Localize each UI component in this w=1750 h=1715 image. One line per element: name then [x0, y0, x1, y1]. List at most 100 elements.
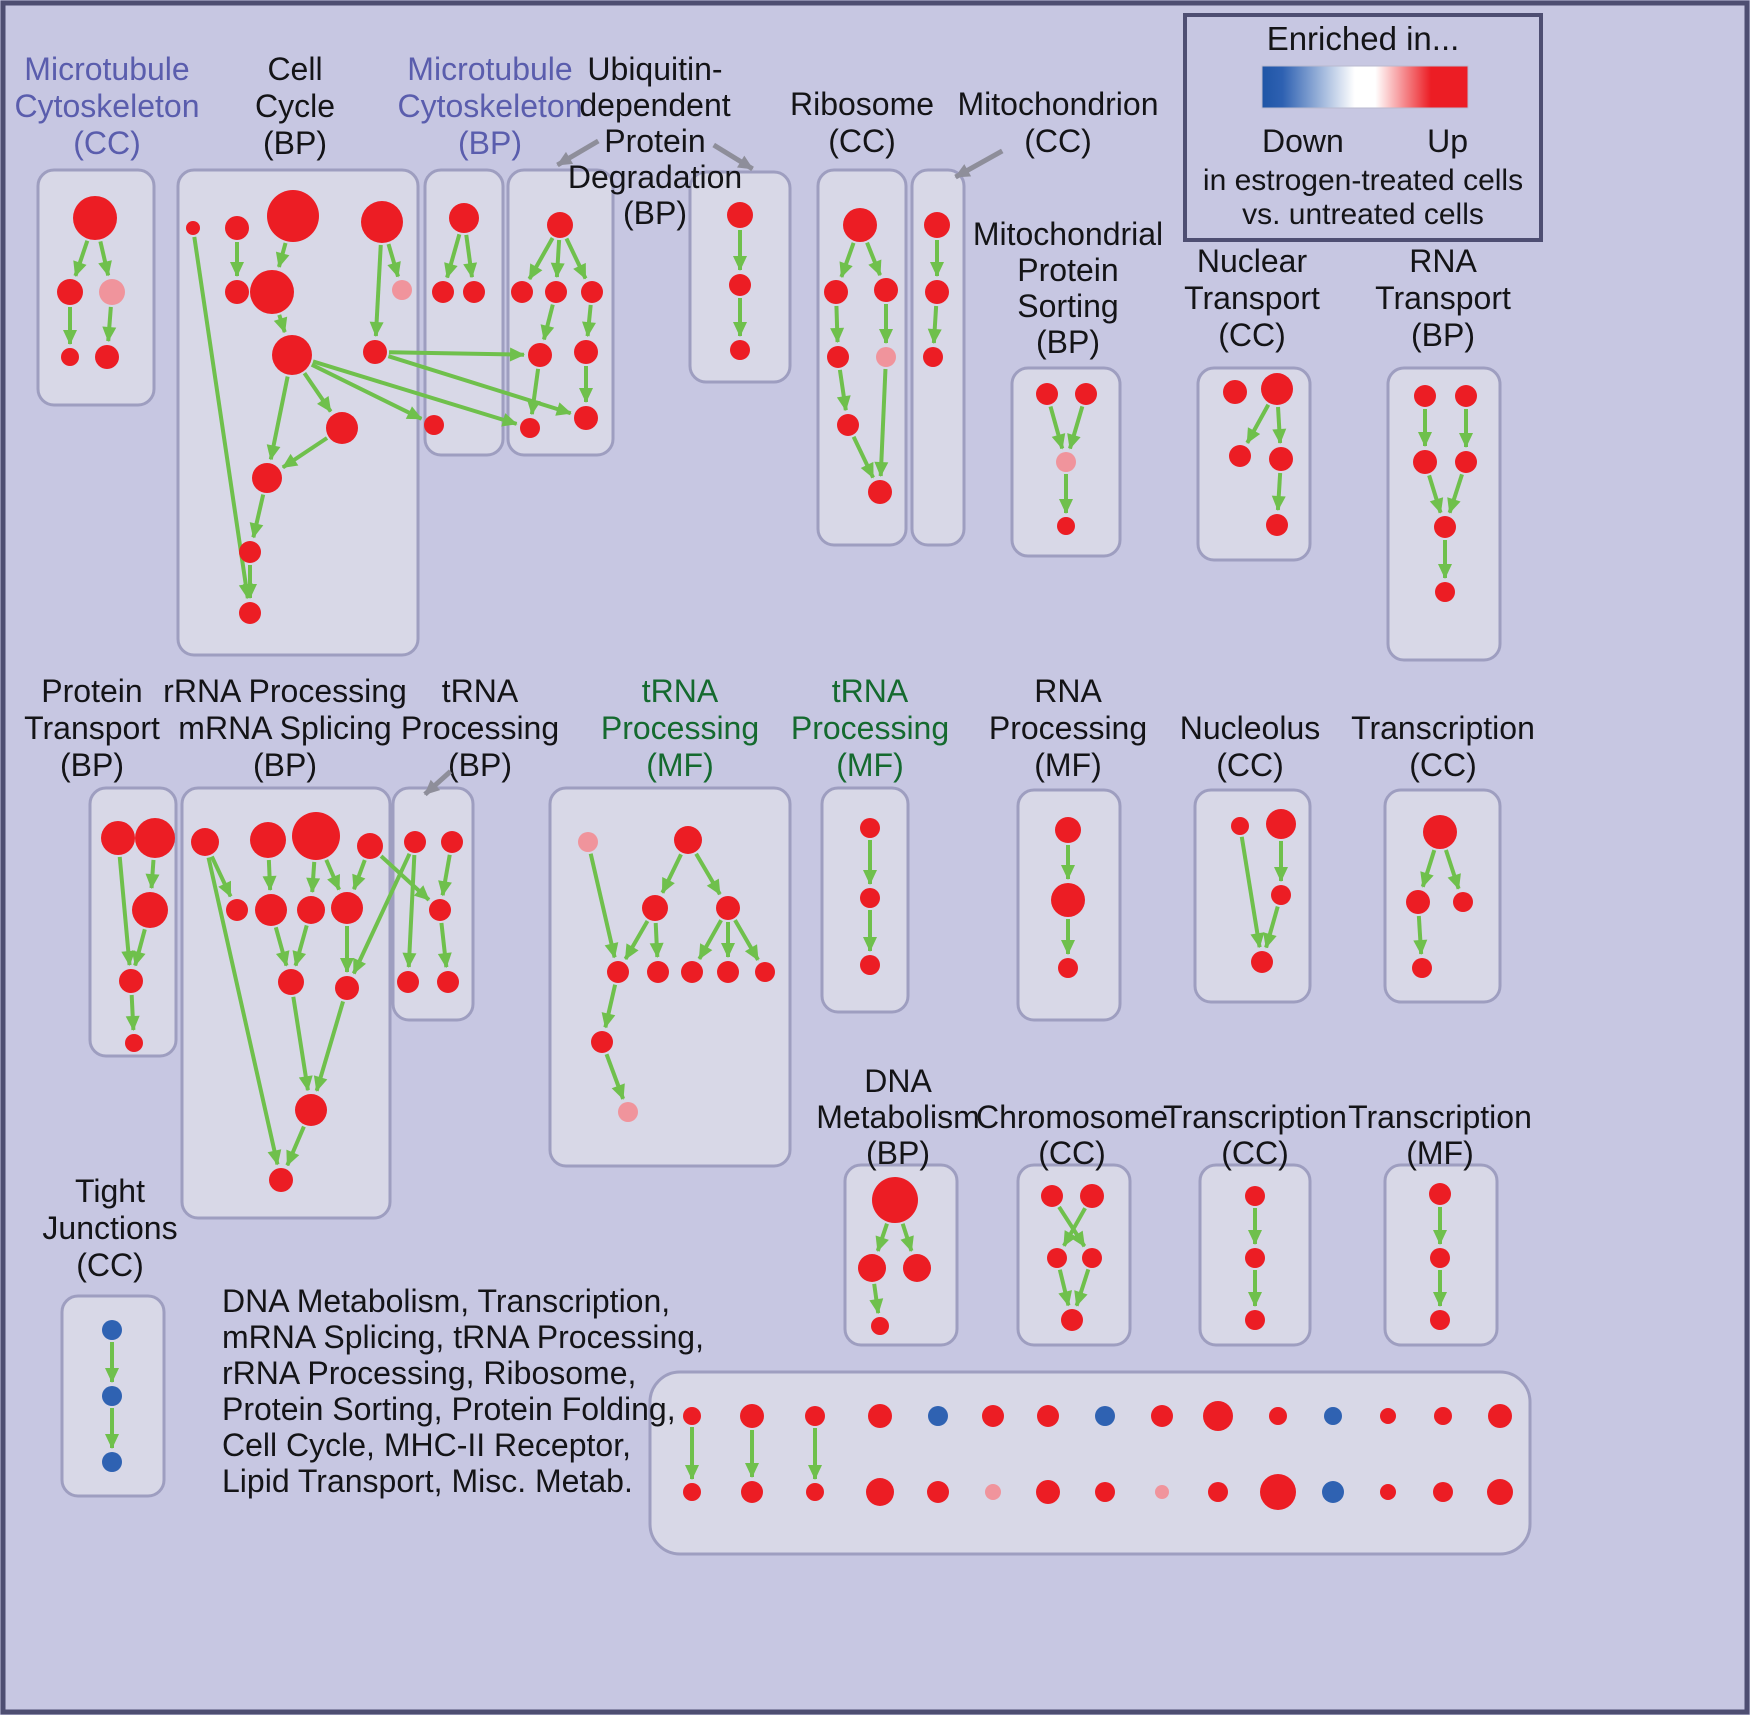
edge-arrow	[423, 769, 453, 797]
edge-arrow	[830, 305, 845, 344]
trna-processing-mf-1-node-2	[642, 895, 668, 921]
edge-arrow	[839, 242, 856, 278]
mitochondrial-protein-sorting-bp-node-1	[1075, 383, 1097, 405]
protein-transport-bp-node-3	[119, 969, 143, 993]
transcription-cc-upper-label-line-0: Transcription	[1351, 710, 1535, 746]
ubiquitin-dependent-protein-degradation-bp-node-6	[520, 418, 540, 438]
mitochondrion-cc-label-line-1: (CC)	[1024, 123, 1092, 159]
microtubule-cytoskeleton-cc-box	[36, 168, 156, 407]
trna-processing-bp-node-2	[429, 899, 451, 921]
edge-arrow	[117, 856, 136, 967]
mixed-functions-node-11	[1324, 1407, 1342, 1425]
edge-arrow	[954, 148, 1004, 180]
nuclear-transport-cc-node-2	[1229, 445, 1251, 467]
transcription-cc-lower-node-2	[1245, 1310, 1265, 1330]
trna-processing-mf-1-node-10	[618, 1102, 638, 1122]
edge-arrow	[249, 494, 266, 539]
mixed-functions-node-26	[1322, 1481, 1344, 1503]
edge-arrow	[1271, 472, 1286, 512]
edge-arrow	[649, 922, 664, 959]
nuclear-transport-cc-label-line-1: Transport	[1184, 280, 1320, 316]
ubiquitin-dependent-protein-degradation-bp-node-3	[581, 281, 603, 303]
nuclear-transport-cc-label-line-0: Nuclear	[1197, 243, 1308, 279]
mitochondrial-protein-sorting-bp-label-line-3: (BP)	[1036, 324, 1100, 360]
cell-cycle-bp-node-12	[239, 602, 261, 624]
mixed-functions-node-12	[1380, 1408, 1396, 1424]
ubiquitin-dependent-protein-degradation-bp-node-2	[545, 281, 567, 303]
edge-arrow	[438, 854, 452, 897]
edge-arrow	[262, 859, 277, 892]
ubiquitin-dependent-protein-degradation-bp-node-0	[547, 212, 573, 238]
edge-arrow	[1067, 405, 1085, 450]
edge-arrow	[444, 233, 462, 279]
cell-cycle-bp-node-8	[363, 340, 387, 364]
microtubule-cytoskeleton-cc-node-4	[95, 345, 119, 369]
edge-arrow	[660, 853, 683, 894]
dna-metabolism-bp-label-line-2: (BP)	[866, 1135, 930, 1171]
trna-processing-mf-1-label-line-1: Processing	[601, 710, 759, 746]
mixed-functions-box	[648, 1370, 1532, 1556]
cell-cycle-bp-node-1	[225, 216, 249, 240]
rna-transport-bp-node-1	[1455, 385, 1477, 407]
transcription-cc-lower-label-line-1: (CC)	[1221, 1135, 1289, 1171]
rna-processing-mf-node-0	[1055, 817, 1081, 843]
nuclear-transport-cc-node-1	[1261, 373, 1293, 405]
ubiquitin-dependent-protein-degradation-bp-node-5	[574, 340, 598, 364]
rrna-processing-mrna-splicing-bp-node-3	[357, 833, 383, 859]
dna-metabolism-bp-label-line-0: DNA	[864, 1063, 932, 1099]
footnote-line-1: DNA Metabolism, Transcription,	[222, 1283, 670, 1319]
edge-arrow	[281, 436, 329, 470]
cell-cycle-bp-node-7	[272, 335, 312, 375]
mitochondrial-protein-sorting-bp-node-2	[1056, 452, 1076, 472]
edge-arrow	[192, 236, 253, 600]
edge-arrow	[1427, 474, 1444, 514]
microtubule-cytoskeleton-cc-node-1	[57, 279, 83, 305]
edge-arrow	[1444, 849, 1461, 890]
edge-arrow	[556, 138, 600, 168]
microtubule-cytoskeleton-bp-box	[423, 168, 505, 457]
legend-title: Enriched in...	[1267, 20, 1460, 57]
mixed-functions-node-24	[1208, 1482, 1228, 1502]
protein-transport-bp-label-line-0: Protein	[41, 673, 142, 709]
legend: Enriched in... Down Up in estrogen-treat…	[1183, 13, 1543, 242]
cell-cycle-bp-node-5	[250, 270, 294, 314]
nucleolus-cc-node-1	[1266, 809, 1296, 839]
microtubule-cytoskeleton-bp-label-line-2: (BP)	[458, 125, 522, 161]
legend-down-label: Down	[1262, 123, 1344, 159]
trna-processing-bp-node-1	[441, 831, 463, 853]
microtubule-cytoskeleton-bp-node-3	[424, 415, 444, 435]
ribosome-cc-node-2	[874, 278, 898, 302]
edge-arrow	[402, 854, 417, 969]
cell-cycle-bp-node-0	[186, 221, 200, 235]
mixed-functions-node-1	[740, 1404, 764, 1428]
transcription-mf-node-2	[1430, 1310, 1450, 1330]
enrichment-gradient-bar	[1261, 65, 1469, 109]
edge-arrow	[302, 372, 333, 413]
tight-junctions-cc-label-line-2: (CC)	[76, 1247, 144, 1283]
transcription-mf-node-0	[1429, 1183, 1451, 1205]
mixed-functions-node-29	[1487, 1479, 1513, 1505]
edge-arrow	[712, 142, 754, 172]
trna-processing-mf-1-node-0	[578, 832, 598, 852]
edge-arrow	[387, 354, 572, 416]
ubiquitin-dependent-protein-degradation-bp-label-line-0: Ubiquitin-	[587, 51, 722, 87]
edge-arrow	[1272, 406, 1287, 445]
edge-arrow	[1263, 905, 1280, 949]
mitochondrial-protein-sorting-bp-label-line-2: Sorting	[1017, 288, 1118, 324]
edge-arrow	[313, 1000, 345, 1092]
legend-caption-line2: vs. untreated cells	[1242, 198, 1484, 231]
edge-arrow	[582, 304, 596, 338]
edge-arrow	[324, 859, 341, 891]
mixed-functions-node-2	[805, 1406, 825, 1426]
mitochondrial-protein-sorting-bp-label-line-1: Protein	[1017, 252, 1118, 288]
tight-junctions-cc-node-1	[102, 1386, 122, 1406]
rna-processing-mf-node-1	[1051, 883, 1085, 917]
rna-transport-bp-node-5	[1435, 582, 1455, 602]
cell-cycle-bp-label-line-2: (BP)	[263, 125, 327, 161]
edge-arrow	[310, 362, 423, 421]
transcription-mf-label-line-1: (MF)	[1406, 1135, 1474, 1171]
mixed-functions-node-7	[1095, 1406, 1115, 1426]
tight-junctions-cc-label-line-0: Tight	[75, 1173, 145, 1209]
